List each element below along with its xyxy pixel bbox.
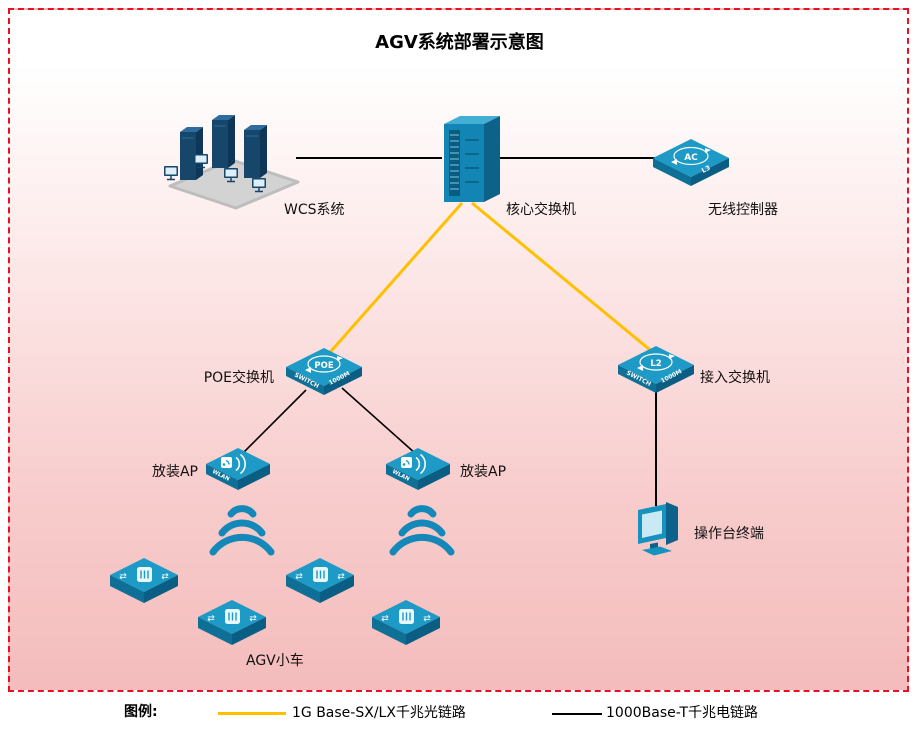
transfer-arrows-icon: ⇄ xyxy=(207,614,215,624)
transfer-arrows-icon: ⇄ xyxy=(295,572,303,582)
workstation-monitor-icon xyxy=(638,502,678,556)
diagram-title: AGV系统部署示意图 xyxy=(375,32,544,53)
ac-controller-icon: AC L3 xyxy=(653,139,729,186)
agv-cart-icon: ⇄ ⇄ xyxy=(110,558,178,604)
poe-top-label: POE xyxy=(314,361,333,371)
wcs-server-cluster-icon xyxy=(150,96,302,210)
transfer-arrows-icon: ⇄ xyxy=(161,572,169,582)
wcs-label: WCS系统 xyxy=(284,202,345,218)
wifi-signal-icon xyxy=(209,505,275,556)
ac-edge-label: L3 xyxy=(700,164,711,175)
wireless-ap-icon: WLAN xyxy=(206,448,270,490)
core-switch-icon xyxy=(436,110,504,206)
access-switch-icon: L2 SWITCH 1000M xyxy=(618,346,694,393)
agv-group-label: AGV小车 xyxy=(246,653,304,669)
legend: 图例: 1G Base-SX/LX千兆光链路 1000Base-T千兆电链路 xyxy=(0,698,919,732)
copper-link-swatch xyxy=(552,713,602,715)
agv-vehicle-icon: ⇄ ⇄ xyxy=(110,558,178,603)
copper-link-label: 1000Base-T千兆电链路 xyxy=(606,705,759,721)
wireless-ap-icon: WLAN xyxy=(386,448,450,490)
agv-vehicle-icon: ⇄ ⇄ xyxy=(286,558,354,603)
ap-left-icon: WLAN xyxy=(206,448,270,490)
legend-title: 图例: xyxy=(124,704,158,720)
transfer-arrows-icon: ⇄ xyxy=(337,572,345,582)
fiber-link-swatch xyxy=(218,712,286,715)
transfer-arrows-icon: ⇄ xyxy=(249,614,257,624)
operator-terminal-icon xyxy=(628,498,688,562)
agv-cart-icon: ⇄ ⇄ xyxy=(372,600,440,646)
fiber-link-core-access xyxy=(471,201,656,356)
l2-switch-slab-icon: L2 SWITCH 1000M xyxy=(618,346,694,393)
server-rack-icon xyxy=(164,115,300,210)
fiber-link-label: 1G Base-SX/LX千兆光链路 xyxy=(292,705,466,721)
access-switch-label: 接入交换机 xyxy=(700,370,770,386)
agv-cart-icon: ⇄ ⇄ xyxy=(198,600,266,646)
ap-left-label: 放装AP xyxy=(151,464,198,480)
ap-right-label: 放装AP xyxy=(460,464,507,480)
poe-switch-slab-icon: POE SWITCH 1000M xyxy=(286,348,362,395)
access-top-label: L2 xyxy=(650,359,661,369)
wifi-waves-left-icon xyxy=(202,498,282,556)
ac-top-label: AC xyxy=(684,153,698,163)
wireless-controller-icon: AC L3 xyxy=(653,139,729,186)
transfer-arrows-icon: ⇄ xyxy=(381,614,389,624)
operator-terminal-label: 操作台终端 xyxy=(694,526,764,542)
wifi-waves-right-icon xyxy=(382,498,462,556)
transfer-arrows-icon: ⇄ xyxy=(423,614,431,624)
transfer-arrows-icon: ⇄ xyxy=(119,572,127,582)
agv-vehicle-icon: ⇄ ⇄ xyxy=(372,600,440,645)
copper-link-poe-ap2 xyxy=(341,387,417,455)
poe-switch-icon: POE SWITCH 1000M xyxy=(286,348,362,395)
wireless-controller-label: 无线控制器 xyxy=(708,202,778,218)
copper-link-poe-ap1 xyxy=(239,389,307,457)
client-monitor-icons xyxy=(164,154,266,193)
agv-cart-icon: ⇄ ⇄ xyxy=(286,558,354,604)
agv-vehicle-icon: ⇄ ⇄ xyxy=(198,600,266,645)
fiber-link-core-poe xyxy=(323,202,464,359)
poe-switch-label: POE交换机 xyxy=(203,370,274,386)
ap-right-icon: WLAN xyxy=(386,448,450,490)
wifi-signal-icon xyxy=(389,505,455,556)
core-switch-label: 核心交换机 xyxy=(506,202,576,218)
chassis-switch-icon xyxy=(444,116,500,202)
